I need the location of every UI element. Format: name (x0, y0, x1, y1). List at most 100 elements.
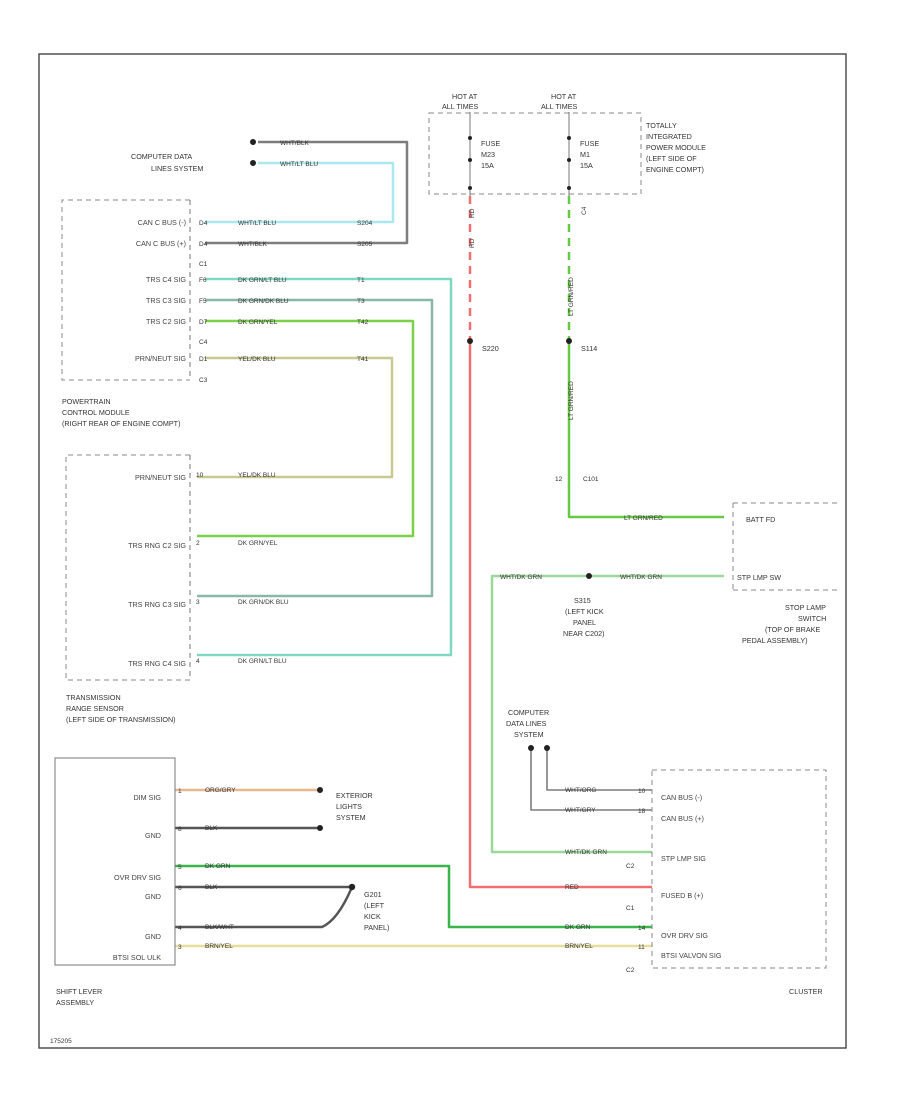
pcm-pin-number: F6 (199, 277, 207, 284)
wire-trs-c2 (197, 319, 415, 538)
wire-wht-gry (530, 748, 652, 811)
shift-pin-label: GND (145, 892, 161, 901)
fuse1-l1: FUSE (481, 139, 500, 148)
shift-pin-number: 4 (178, 925, 182, 932)
ext-lights-l2: LIGHTS (336, 802, 362, 811)
wire-prn-neut (197, 356, 394, 479)
pcm-pin-label: TRS C2 SIG (146, 317, 186, 326)
pcm-splice-id: S204 (357, 220, 373, 227)
hot-label-2-line2: ALL TIMES (541, 102, 578, 111)
fuse1-l3: 15A (481, 161, 494, 170)
pcm-pin-number: D1 (199, 356, 208, 363)
pcm-label-l3: (RIGHT REAR OF ENGINE COMPT) (62, 419, 180, 428)
shift-wire-color: BLK (205, 825, 218, 832)
cluster-pin-label: CAN BUS (-) (661, 793, 702, 802)
trs-label-l1: TRANSMISSION (66, 693, 121, 702)
shift-wire-color: BLK/WHT (205, 924, 234, 931)
shift-pin-number: 6 (178, 885, 182, 892)
g201-l1: G201 (364, 890, 382, 899)
cdl-label-l2: LINES SYSTEM (151, 164, 203, 173)
stop-lamp-l4: PEDAL ASSEMBLY) (742, 636, 808, 645)
s315-l2: (LEFT KICK (565, 607, 604, 616)
conn-c101: C101 (583, 476, 599, 483)
cluster-conn-c2a: C2 (626, 863, 635, 870)
pcm-wire-color: DK GRN/DK BLU (238, 298, 289, 305)
wire-wht-blk-cdl (258, 140, 409, 245)
hot-label-2-line1: HOT AT (551, 92, 577, 101)
cdl-wire1: WHT/BLK (280, 140, 310, 147)
stop-lamp-l1: STOP LAMP (785, 603, 826, 612)
pcm-wire-color: YEL/DK BLU (238, 356, 276, 363)
hot-label-1-line1: HOT AT (452, 92, 478, 101)
shift-label-l1: SHIFT LEVER (56, 987, 102, 996)
trs-box (65, 454, 190, 681)
cluster-pin-label: BTSI VALVON SIG (661, 951, 722, 960)
fuse2-l3: 15A (580, 161, 593, 170)
cluster-pin-number: 14 (638, 925, 646, 932)
lg-wire-label-3: LT GRN/RED (624, 515, 663, 522)
pcm-splice-id: T41 (357, 356, 369, 363)
ext-lights-terminal-2 (317, 825, 323, 831)
shift-wire-color: ORG/GRY (205, 787, 236, 794)
trs-pin-label: PRN/NEUT SIG (135, 473, 186, 482)
shift-pin-label: DIM SIG (133, 793, 161, 802)
ext-lights-l1: EXTERIOR (336, 791, 373, 800)
trs-label-l2: RANGE SENSOR (66, 704, 124, 713)
trs-pin-number: 3 (196, 599, 200, 606)
conn-c4-top: C4 (581, 206, 588, 215)
ext-lights-l3: SYSTEM (336, 813, 366, 822)
trs-label-l3: (LEFT SIDE OF TRANSMISSION) (66, 715, 176, 724)
cluster-wire-color: DK GRN (565, 924, 591, 931)
pcm-splice-id: T3 (357, 298, 365, 305)
cdl-center-terminal-1 (528, 745, 534, 751)
cluster-pin-number: 11 (638, 944, 645, 951)
cluster-wire-color: WHT/ORG (565, 787, 596, 794)
stop-lamp-wire-cl: WHT/DK GRN (500, 574, 542, 581)
cluster-wire-color: WHT/DK GRN (565, 849, 607, 856)
cluster-pin-label: OVR DRV SIG (661, 931, 708, 940)
shift-lever-box (54, 757, 176, 966)
tipm-l3: POWER MODULE (646, 143, 706, 152)
wire-wht-ltblu-cdl (258, 161, 395, 224)
lg-wire-label-1: LT GRN/RED (568, 277, 575, 316)
shift-wire-color: BRN/YEL (205, 943, 233, 950)
stop-lamp-wire-out: WHT/DK GRN (620, 574, 662, 581)
shift-pin-label: OVR DRV SIG (114, 873, 161, 882)
pcm-splice-id: T42 (357, 319, 369, 326)
splice-s114: S114 (581, 344, 597, 353)
cluster-pin-label: STP LMP SIG (661, 854, 706, 863)
wire-red-fused-b (468, 341, 652, 889)
tipm-box (428, 112, 642, 195)
shift-pin-number: 3 (178, 944, 182, 951)
shift-pin-number: 8 (178, 826, 182, 833)
cluster-wire-color: RED (565, 884, 579, 891)
tipm-l5: ENGINE COMPT) (646, 165, 704, 174)
wire-trs-c3 (197, 298, 434, 598)
cdl-label-l1: COMPUTER DATA (131, 152, 192, 161)
stop-lamp-box (732, 502, 837, 591)
pcm-pin-number: D4 (199, 241, 208, 248)
trs-pin-number: 2 (196, 540, 200, 547)
cluster-pin-label: CAN BUS (+) (661, 814, 704, 823)
wire-ltgrn-red (567, 341, 724, 519)
shift-pin-number: 1 (178, 788, 182, 795)
trs-pin-label: TRS RNG C3 SIG (128, 600, 186, 609)
splice-s220-dot (467, 338, 473, 344)
stop-lamp-l3: (TOP OF BRAKE (765, 625, 820, 634)
cluster-label: CLUSTER (789, 987, 823, 996)
s315-l1: S315 (574, 596, 591, 605)
shift-wire-color: DK GRN (205, 863, 231, 870)
cdl-center-l1: COMPUTER (508, 708, 549, 717)
cdl-wire2: WHT/LT BLU (280, 161, 318, 168)
lg-wire-label-2: LT GRN/RED (568, 381, 575, 420)
cluster-pin-number: 18 (638, 808, 646, 815)
cdl-terminal-2 (250, 160, 256, 166)
pcm-pin-label: CAN C BUS (+) (136, 239, 186, 248)
diagram-frame (38, 53, 847, 1049)
wire-blk-wht-gnd4 (175, 886, 354, 929)
stop-lamp-pin-stp: STP LMP SW (737, 573, 781, 582)
footer-code: 175205 (50, 1038, 72, 1045)
